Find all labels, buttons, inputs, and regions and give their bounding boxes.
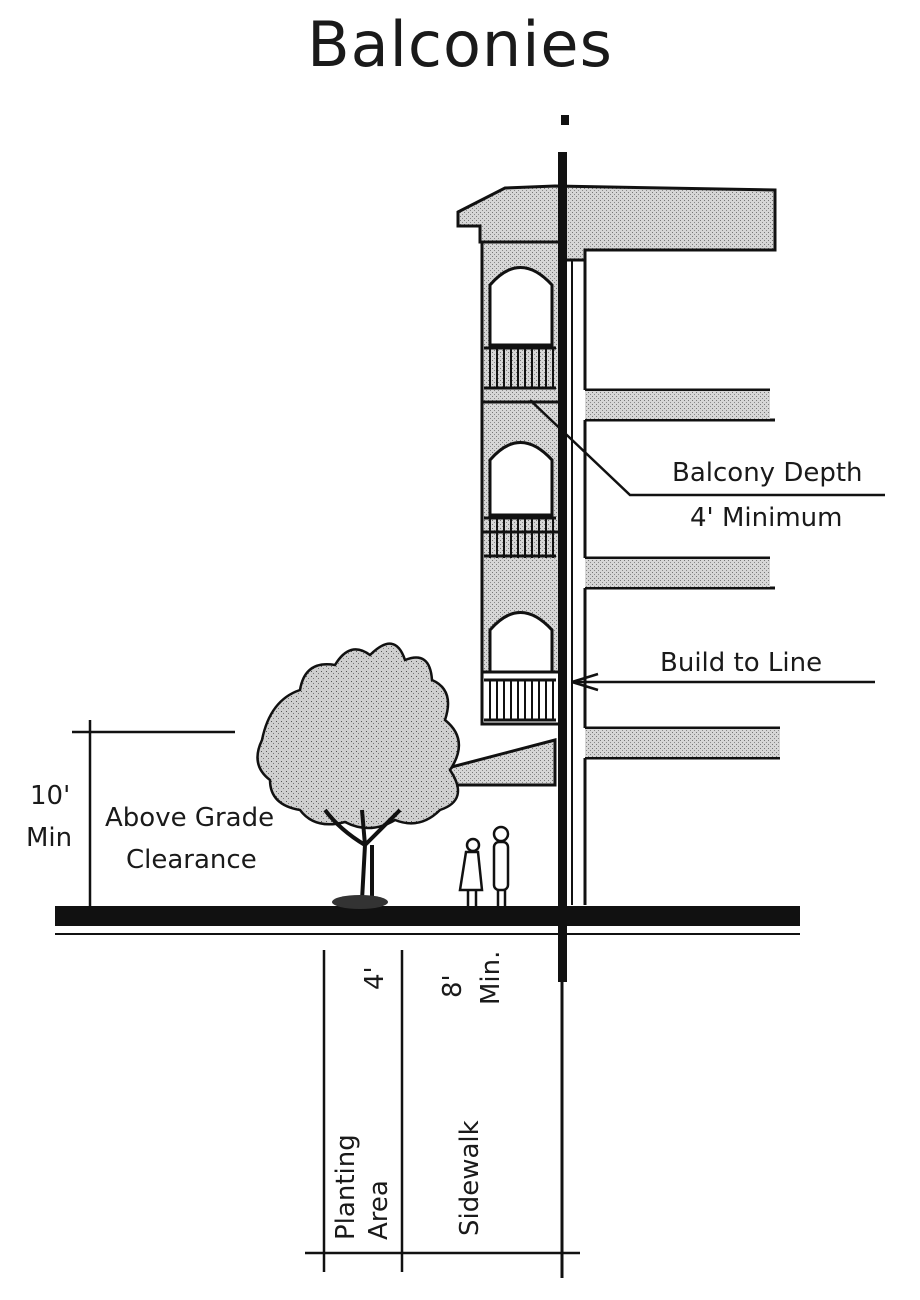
clearance-dimension	[72, 720, 235, 906]
build-to-line-label: Build to Line	[660, 648, 823, 678]
balcony-railings	[484, 346, 556, 722]
sidewalk-min: Min.	[476, 950, 506, 1005]
clearance-value: 10'	[30, 781, 71, 811]
clearance-label-line2: Clearance	[126, 845, 257, 875]
balcony-depth-min-label: 4' Minimum	[690, 503, 843, 533]
pedestrians	[458, 825, 510, 906]
clearance-label-line1: Above Grade	[105, 803, 275, 833]
leader-lines	[529, 399, 885, 692]
floor-slabs	[583, 260, 780, 905]
page-title: Balconies	[307, 8, 613, 81]
setback-dimensions	[305, 950, 580, 1272]
planting-width: 4'	[360, 966, 390, 990]
balcony-stack	[480, 240, 562, 726]
ground-line	[55, 906, 800, 926]
sidewalk-label: Sidewalk	[455, 1120, 485, 1236]
sidewalk-width: 8'	[438, 974, 468, 998]
balcony-depth-label: Balcony Depth	[672, 458, 863, 488]
planting-label-line1: Planting	[331, 1134, 361, 1240]
planting-label-line2: Area	[364, 1180, 394, 1240]
build-line-dot	[561, 115, 569, 125]
clearance-min: Min	[26, 823, 73, 853]
street-tree	[256, 642, 460, 909]
build-to-line	[558, 152, 567, 982]
